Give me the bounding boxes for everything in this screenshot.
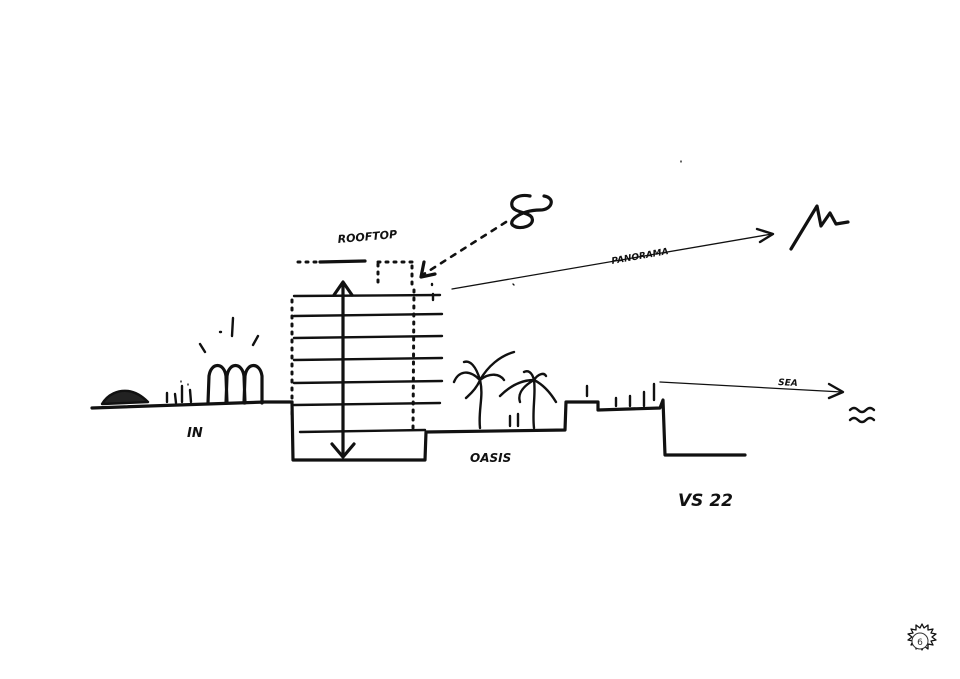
sun-squiggle-icon [510,193,553,230]
arches-pavilion [198,316,264,405]
people-figures-oasis [508,412,520,428]
waves-icon [848,406,876,424]
page-number-badge: 6 [907,623,937,651]
tower-floors [292,293,444,434]
sun-dashed-arrow [419,220,508,279]
people-figures-right [585,382,656,408]
signature-label: VS 22 [678,491,733,511]
sea-label: SEA [778,378,798,389]
mountains-icon [789,204,850,251]
ground-profile [90,398,747,462]
height-double-arrow [330,280,356,459]
page-number: 6 [917,638,923,648]
panorama-arrow [451,227,775,290]
entrance-label: IN [187,426,203,441]
panorama-label: PANORAMA [611,247,670,267]
tower-facade-dots [290,260,416,432]
rooftop-label: ROOFTOP [337,228,398,246]
stray-marks [512,160,682,286]
people-figures-left [165,380,193,405]
tower-side-dots [430,282,435,302]
car-shape [100,389,150,406]
sea-arrow [659,381,845,400]
oasis-label: OASIS [470,451,511,465]
palm-trees [452,350,558,430]
rooftop-bar [318,259,367,264]
